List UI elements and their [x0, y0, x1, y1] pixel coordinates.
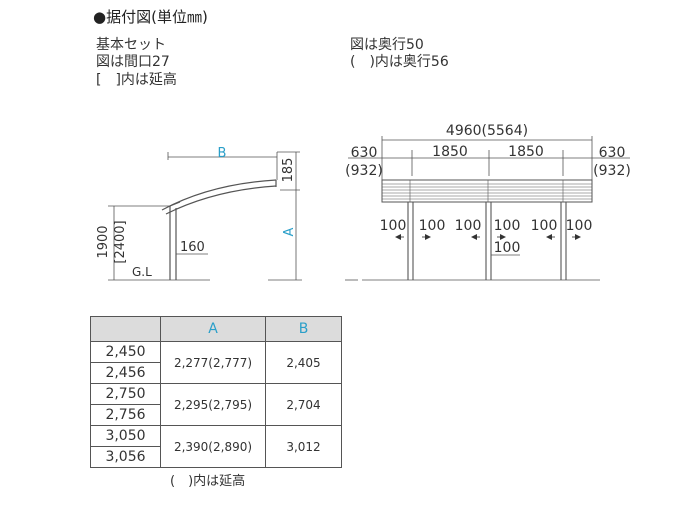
ground-level-label: G.L	[132, 265, 152, 279]
table-header-b: B	[265, 316, 342, 342]
dim-right-end-alt: (932)	[593, 163, 631, 179]
table-header-row: A B	[90, 316, 342, 342]
post-width-label: 100	[494, 240, 521, 256]
adjust-label-6: 100	[566, 218, 593, 234]
installation-drawing: B A 185 1900 [2400] 160 G.L	[96, 123, 631, 281]
dim-total: 4960(5564)	[446, 123, 528, 139]
width-cell: 2,750	[90, 383, 161, 405]
note-depth: 図は奥行50	[350, 37, 424, 53]
dim-right-end: 630	[599, 145, 626, 161]
adjust-label-5: 100	[531, 218, 558, 234]
b-cell: 2,704	[265, 383, 342, 426]
note-frontage: 図は間口27	[96, 54, 170, 70]
dimension-table: A B 2,450 2,277(2,777) 2,405 2,456 2,750…	[90, 316, 342, 468]
b-cell: 2,405	[265, 341, 342, 384]
roof-front	[381, 179, 593, 203]
page-title: ●据付図(単位㎜)	[93, 8, 208, 26]
adjust-label-1: 100	[380, 218, 407, 234]
note-basic-set: 基本セット	[96, 37, 166, 53]
width-cell: 3,056	[90, 446, 161, 468]
label-b: B	[218, 146, 227, 161]
a-cell: 2,390(2,890)	[160, 425, 266, 468]
a-cell: 2,277(2,777)	[160, 341, 266, 384]
table-footnote: ( )内は延高	[170, 474, 246, 489]
adjust-label-3: 100	[455, 218, 482, 234]
a-cell: 2,295(2,795)	[160, 383, 266, 426]
note-depth-paren: ( )内は奥行56	[350, 54, 449, 70]
dim-160: 160	[180, 240, 205, 255]
b-cell: 3,012	[265, 425, 342, 468]
adjust-label-2: 100	[419, 218, 446, 234]
dim-2400: [2400]	[113, 220, 128, 263]
dim-185: 185	[281, 158, 296, 183]
side-view	[108, 151, 302, 281]
dim-mid-1: 1850	[432, 144, 468, 160]
dim-mid-2: 1850	[508, 144, 544, 160]
table-header-blank	[90, 316, 161, 342]
table-row: 2,450 2,277(2,777) 2,405	[90, 341, 342, 384]
dim-1900: 1900	[96, 225, 111, 258]
dim-left-end: 630	[351, 145, 378, 161]
label-a: A	[282, 227, 297, 236]
table-row: 3,056	[90, 446, 342, 468]
table-row: 2,750 2,295(2,795) 2,704	[90, 383, 342, 426]
table-row: 3,050 2,390(2,890) 3,012	[90, 425, 342, 468]
note-bracket: [ ]内は延高	[96, 72, 177, 88]
width-cell: 2,456	[90, 362, 161, 384]
table-header-a: A	[160, 316, 266, 342]
dim-left-end-alt: (932)	[345, 163, 383, 179]
adjust-label-4: 100	[494, 218, 521, 234]
front-view	[345, 136, 630, 281]
width-cell: 2,450	[90, 341, 161, 363]
width-cell: 3,050	[90, 425, 161, 447]
width-cell: 2,756	[90, 404, 161, 426]
